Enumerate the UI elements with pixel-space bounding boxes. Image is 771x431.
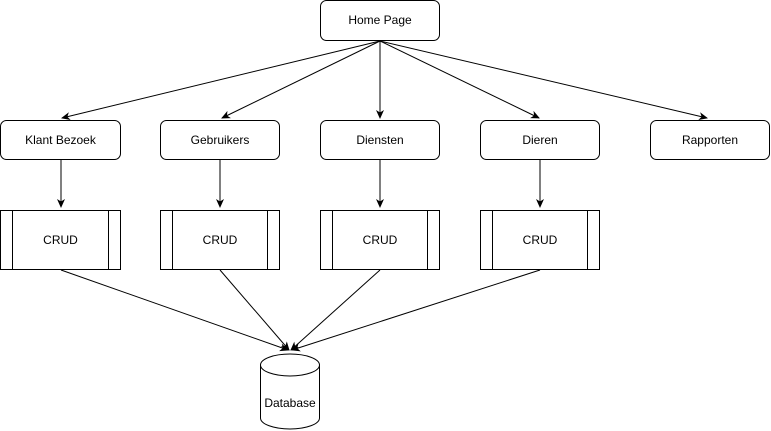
section-label: Diensten [356,133,403,147]
section-label: Dieren [522,133,557,147]
home-edges [61,40,708,121]
section-node-dieren: Dieren [480,120,600,160]
edge-home-to-gebruikers [221,40,381,119]
home-page-node: Home Page [320,0,440,41]
edge-home-to-dieren [379,40,540,119]
database-label: Database [264,396,316,410]
crud-label: CRUD [363,233,398,247]
section-label: Rapporten [682,133,738,147]
section-node-klant-bezoek: Klant Bezoek [0,120,121,160]
database-node: Database [260,353,320,430]
section-node-gebruikers: Gebruikers [160,120,280,160]
crud-node-4: CRUD [480,210,600,270]
section-node-rapporten: Rapporten [650,120,770,160]
home-page-label: Home Page [348,13,412,27]
edge-crud-3-to-database [290,269,381,351]
section-node-diensten: Diensten [320,120,440,160]
crud-node-3: CRUD [320,210,440,270]
edge-home-to-rapporten [379,40,708,121]
crud-node-1: CRUD [0,210,121,270]
section-label: Gebruikers [191,133,250,147]
crud-label: CRUD [43,233,78,247]
crud-node-2: CRUD [160,210,280,270]
section-label: Klant Bezoek [25,133,97,147]
crud-label: CRUD [203,233,238,247]
database-edges [60,269,541,352]
edge-crud-2-to-database [219,269,290,351]
database-icon [260,353,320,430]
crud-label: CRUD [523,233,558,247]
section-edges [57,160,544,208]
edge-crud-1-to-database [60,269,289,352]
edge-crud-4-to-database [291,269,541,352]
edge-home-to-klant-bezoek [61,40,381,121]
